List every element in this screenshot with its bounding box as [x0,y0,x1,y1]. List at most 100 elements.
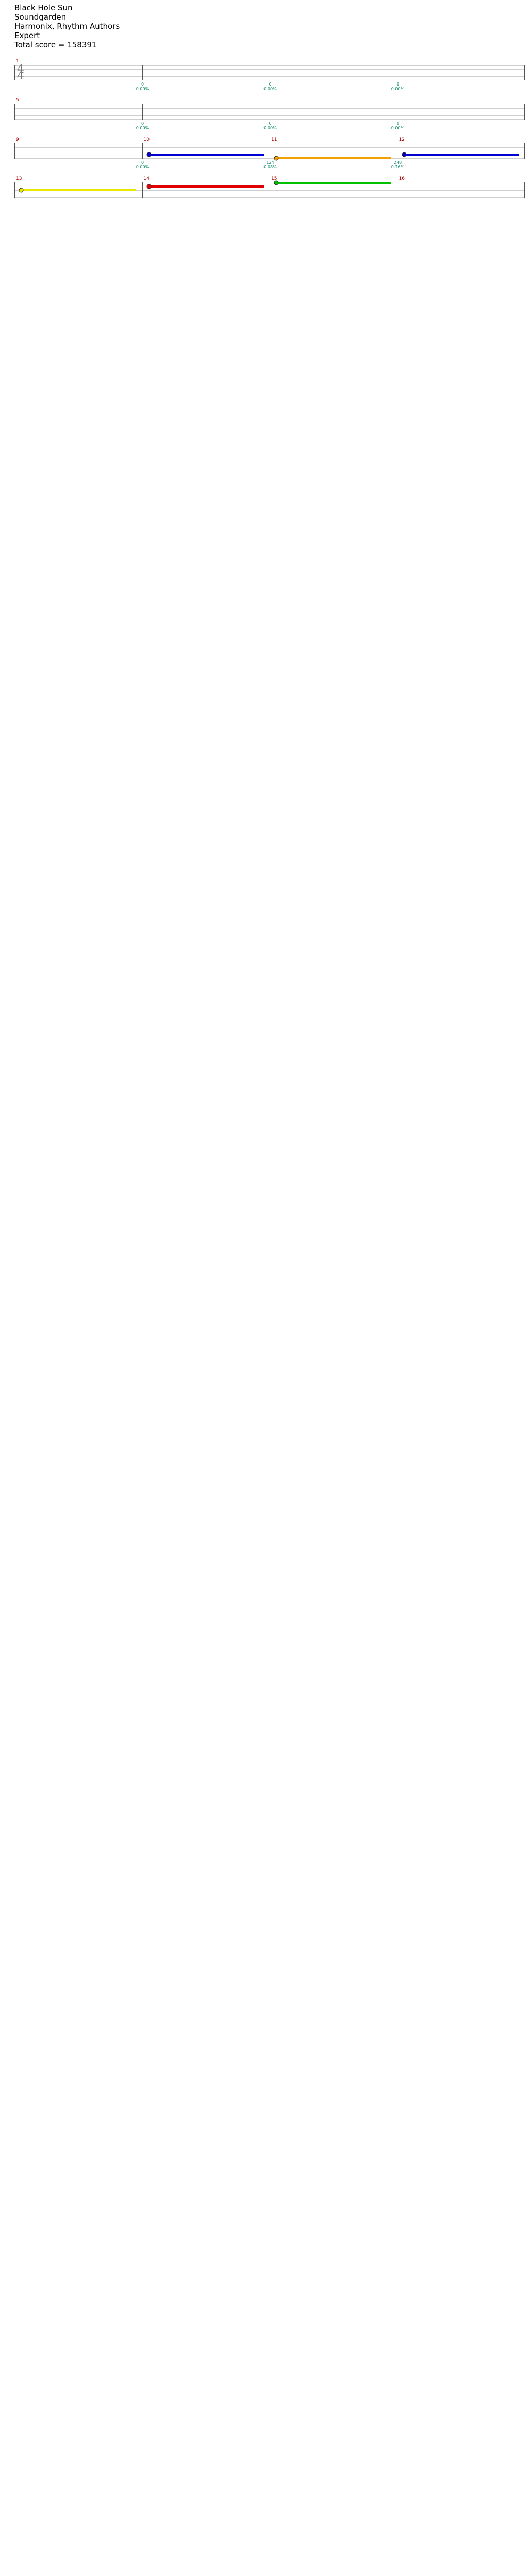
lane-line [15,115,142,116]
sustain-bar [148,154,264,156]
lane-line [142,147,270,148]
lane-line [270,197,398,198]
measure-score: 0 [269,121,272,126]
measure-score: 0 [141,121,144,126]
lane-line [142,119,270,120]
sustain-bar [276,157,392,159]
charter-name: Harmonix, Rhythm Authors [14,22,120,31]
lane-line [15,119,142,120]
note-gem [146,184,152,189]
measure-number: 15 [271,176,277,181]
lane-line [15,158,142,159]
sustain-bar [21,189,137,191]
lane-line [270,115,398,116]
song-title: Black Hole Sun [14,3,73,12]
lane-line [15,76,142,77]
measure: 5 [14,98,142,120]
lane-line [270,65,398,66]
lane-line [142,158,270,159]
measure-score: 124 [266,160,274,165]
sustain-bar [404,154,519,156]
measure-score: 0 [396,121,400,126]
lane-line [398,65,524,66]
lane-line [142,197,270,198]
difficulty-label: Expert [14,31,40,40]
lane-line [15,108,142,109]
lane-line [142,69,270,70]
lane-line [398,76,524,77]
note-gem [274,180,279,185]
note-gem [274,156,279,161]
lane-line [398,115,524,116]
measure-percent: 0.00% [391,126,405,130]
lane-line [142,190,270,191]
note-gem [146,152,152,157]
lane-line [270,69,398,70]
lane-line [398,197,524,198]
sustain-bar [276,182,392,184]
lane-line [15,69,142,70]
lane-line [398,147,524,148]
measure-percent: 0.00% [136,87,150,91]
lane-line [398,69,524,70]
measure-number: 12 [399,137,405,142]
artist-name: Soundgarden [14,12,67,22]
measure-percent: 0.00% [136,126,150,130]
measure-number: 11 [271,137,277,142]
measure-percent: 0.16% [391,165,405,170]
lane-line [270,119,398,120]
measure-number: 1 [16,59,19,64]
measure-number: 16 [399,176,405,181]
measure: 13 [14,176,142,198]
lane-line [142,115,270,116]
measure-number: 13 [16,176,22,181]
lane-line [142,65,270,66]
measure-number: 5 [16,98,19,103]
sustain-bar [148,185,264,188]
lane-line [270,190,398,191]
measure-number: 10 [143,137,150,142]
chart-row: 13 14 15 16 [0,171,528,210]
lane-line [142,108,270,109]
measure-score: 0 [141,82,144,87]
note-gem [19,188,24,193]
measure-score: 0 [396,82,400,87]
lane-line [15,65,142,66]
measure-percent: 0.08% [263,165,277,170]
lane-line [15,197,142,198]
lane-line [398,108,524,109]
lane-line [142,76,270,77]
measure-percent: 0.00% [263,87,277,91]
lane-line [270,108,398,109]
measure: 9 [14,137,142,159]
lane-line [398,190,524,191]
measure: 14 [142,176,270,198]
lane-line [398,158,524,159]
note-gem [402,152,407,157]
lane-line [270,76,398,77]
lane-line [398,119,524,120]
measure: 15 [270,176,398,198]
measure-percent: 0.00% [391,87,405,91]
measure-score: 248 [393,160,402,165]
time-signature: 4 4 [17,63,24,82]
measure-number: 14 [143,176,150,181]
measure: 0 0.00% [263,65,398,91]
measure-percent: 0.00% [136,165,150,170]
total-score: Total score = 158391 [14,40,97,49]
measure-score: 0 [141,160,144,165]
measure: 16 [397,176,525,198]
lane-line [270,147,398,148]
